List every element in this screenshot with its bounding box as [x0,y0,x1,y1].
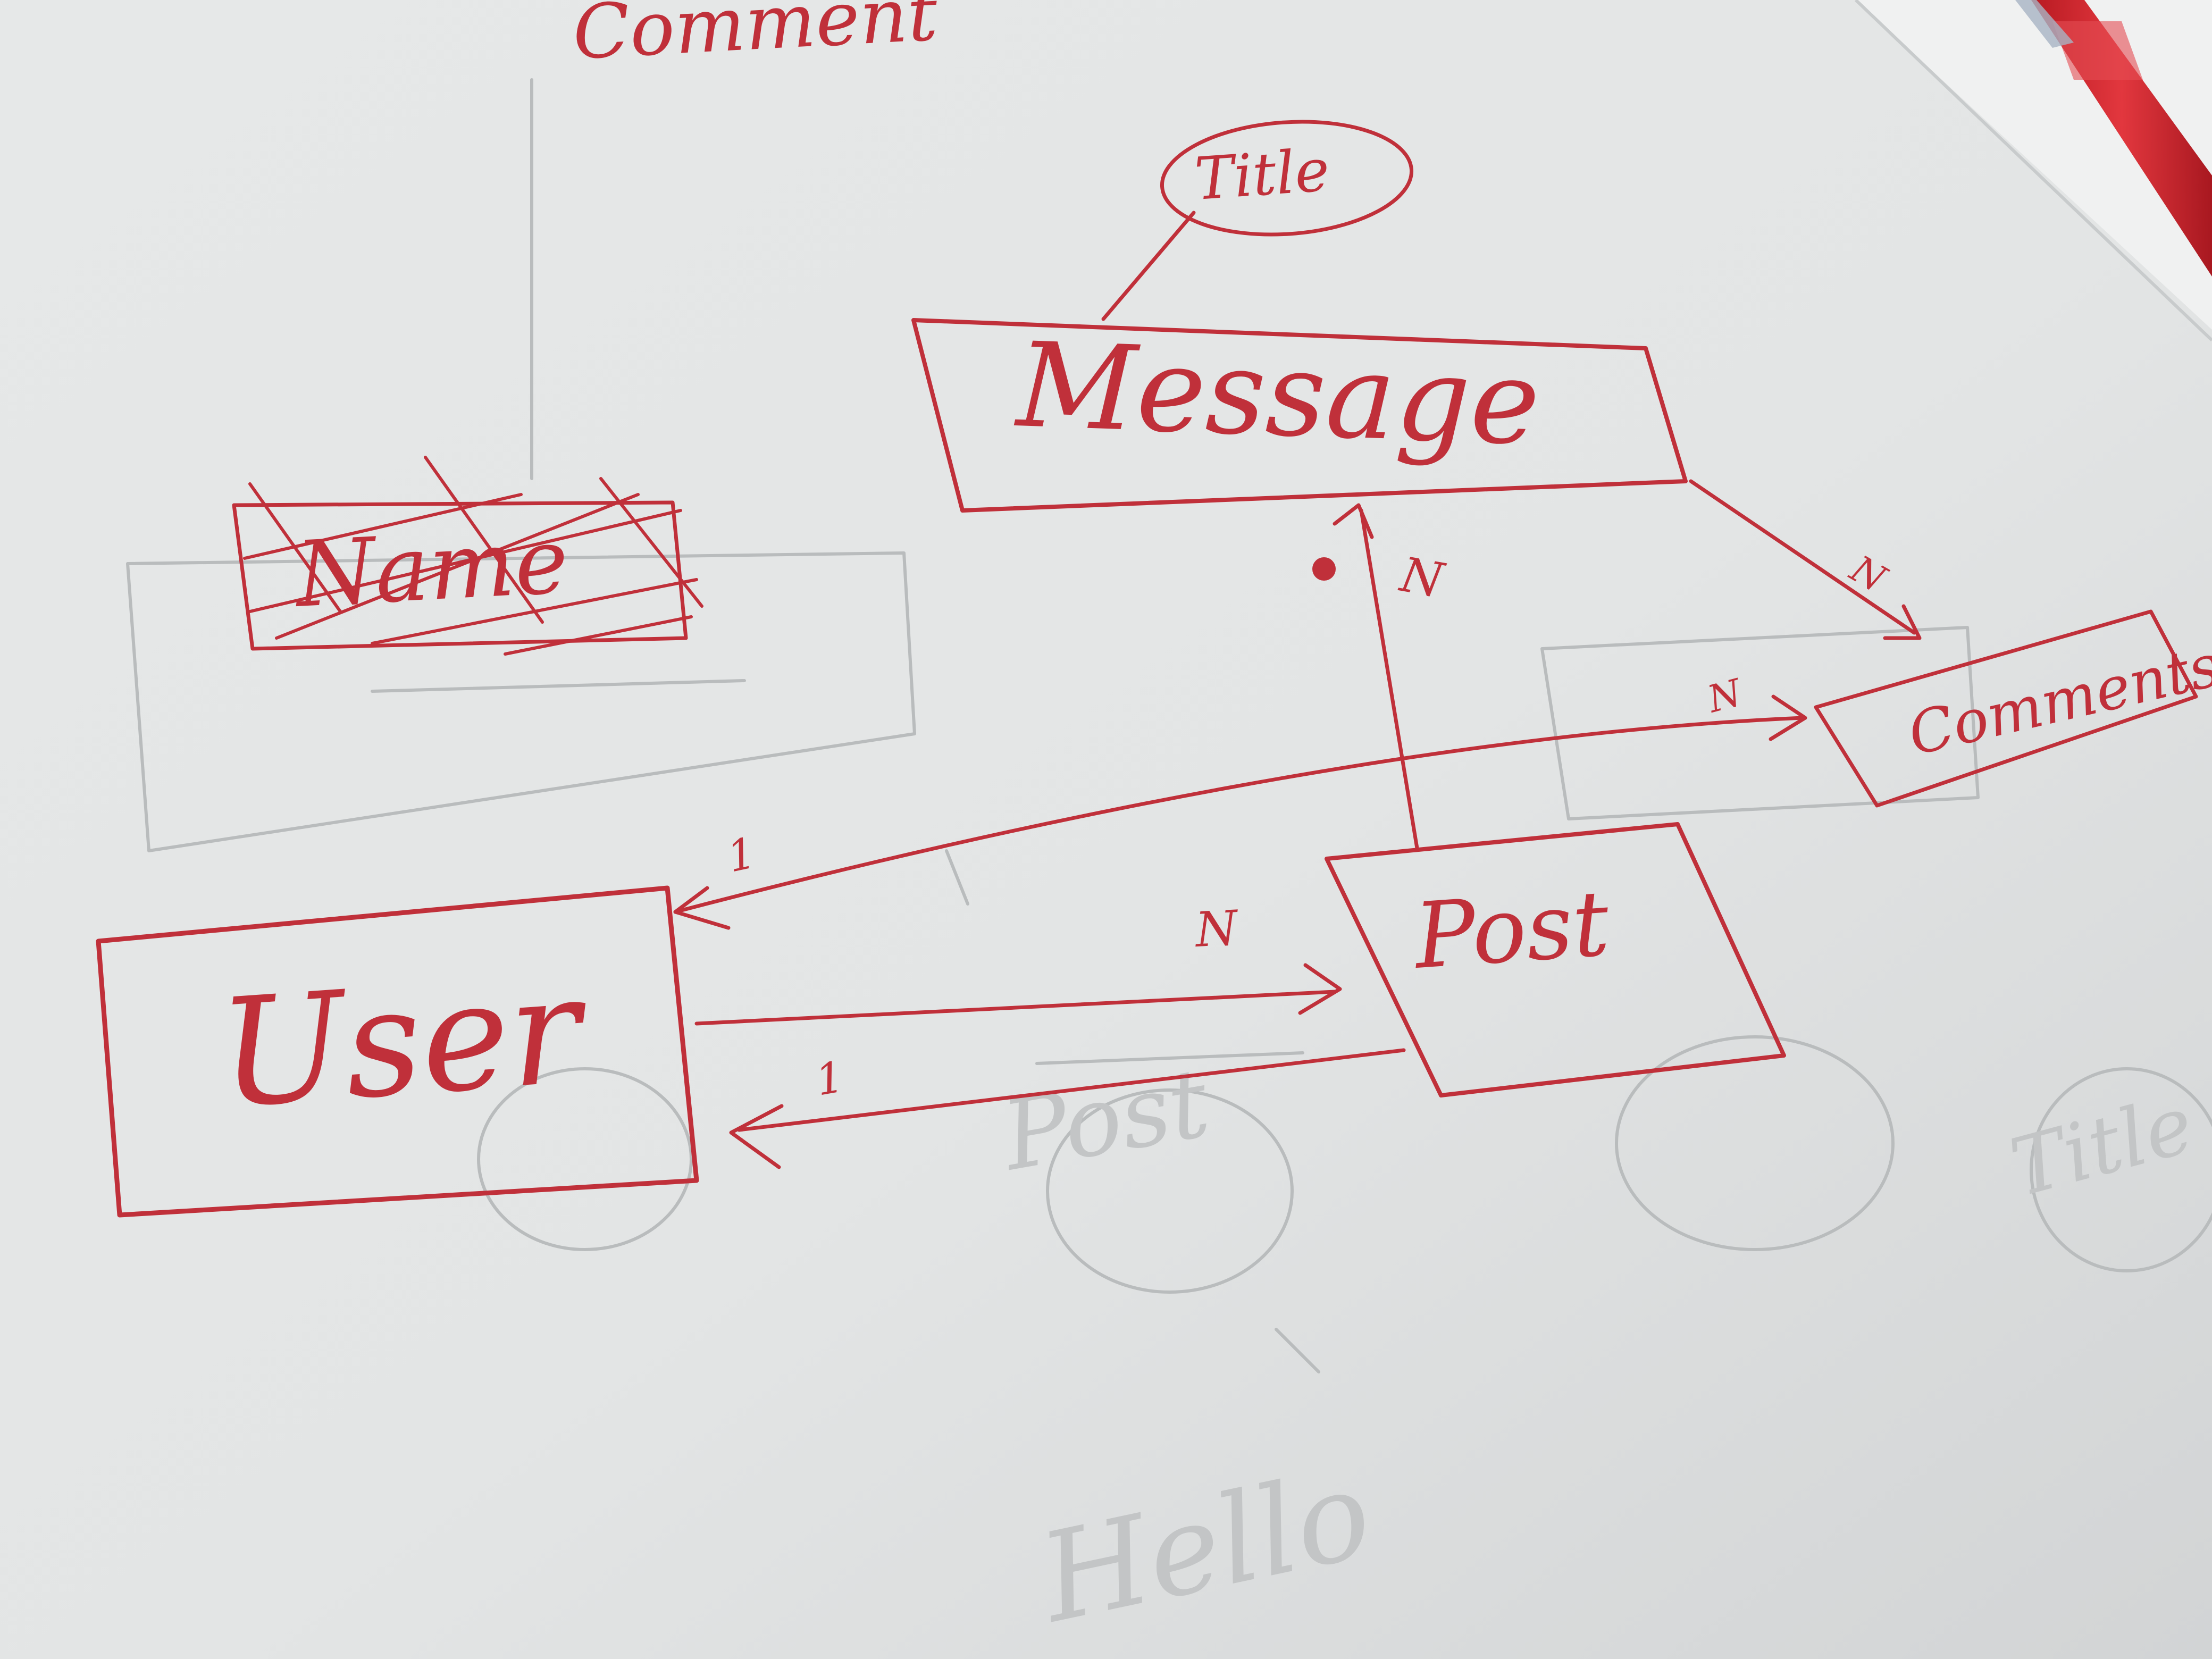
post-entity: Post [1325,822,1786,1097]
post-label: Post [1410,871,1613,990]
user-label: User [214,943,594,1142]
title-attribute-label: Title [1193,136,1331,213]
user-comments-line [673,716,1805,914]
comments-box [1814,609,2198,808]
title-attribute: Title [1101,120,1414,321]
user-comments-arrowhead-right [1769,694,1807,741]
user-to-post-line [694,990,1337,1026]
message-box [911,318,1688,513]
name-entity-crossed-out: Name [232,456,703,656]
ink-blot [1312,557,1336,581]
post-to-message-arrowhead [1333,503,1374,539]
user-box [96,885,699,1218]
post-to-user-line [737,1048,1406,1132]
user-comments-arrowhead-left [673,886,731,930]
post-box [1325,822,1786,1097]
page-fold-line [1854,0,2212,342]
strike-through-lines [243,456,703,656]
user-to-post-arrowhead [1298,963,1342,1015]
ghost-strokes [126,78,2212,1373]
cardinality-user-to-post: N [1193,900,1241,958]
post-to-message-line [1359,508,1419,850]
message-to-comments-line [1689,479,1916,635]
message-entity: Message [911,317,1688,513]
message-label: Message [1012,317,1542,471]
pen [2015,0,2212,276]
name-box [232,500,688,651]
title-attribute-ellipse [1160,120,1414,237]
post-to-user-arrowhead [729,1104,784,1169]
title-to-message-line [1101,211,1196,321]
message-to-comments-arrowhead [1883,604,1922,640]
user-entity: User [96,885,699,1218]
